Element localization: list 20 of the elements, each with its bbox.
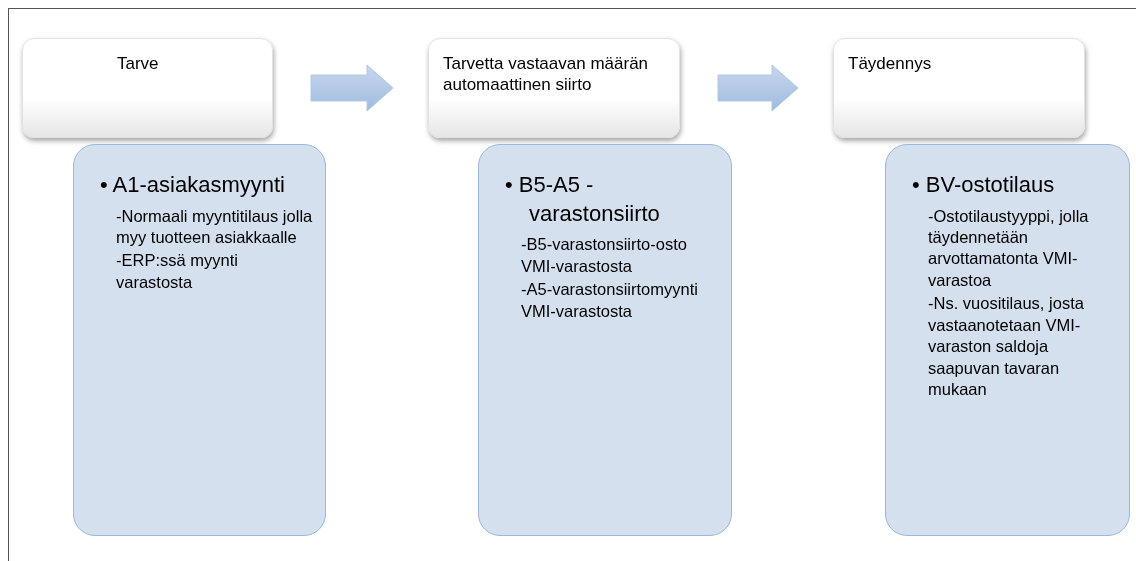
detail-text: -Ostotilaustyyppi, jolla täydennetään arvottamatonta VMI-varastoa xyxy=(928,205,1090,291)
detail-text: -Normaali myyntitilaus jolla myy tuotteen asiakkaalle xyxy=(116,205,313,249)
stage-box xyxy=(428,38,680,138)
detail-box xyxy=(478,144,732,536)
detail-text: -ERP:ssä myynti varastosta xyxy=(116,250,239,293)
bullet-heading: • A1-asiakasmyynti xyxy=(100,171,286,199)
detail-text: -A5-varastonsiirtomyynti VMI-varastosta xyxy=(521,279,699,322)
detail-box xyxy=(73,144,326,536)
detail-text: -B5-varastonsiirto-osto VMI-varastosta xyxy=(521,234,688,277)
bullet-heading: • BV-ostotilaus xyxy=(912,171,1056,199)
stage-box xyxy=(22,38,273,138)
stage-title: Tarve xyxy=(116,53,160,75)
detail-text: -Ns. vuositilaus, josta vastaanotetaan VMI-varaston saldoja saapuvan tavaran mukaan xyxy=(928,293,1085,401)
stage-title: Täydennys xyxy=(848,53,933,75)
stage-box xyxy=(833,38,1085,138)
block-arrow xyxy=(310,64,394,112)
bullet-heading: • B5-A5 -varastonsiirto xyxy=(505,171,661,228)
detail-box xyxy=(885,144,1130,536)
block-arrow xyxy=(717,64,799,112)
stage-title: Tarvetta vastaavan määrän automaattinen siirto xyxy=(443,53,650,96)
